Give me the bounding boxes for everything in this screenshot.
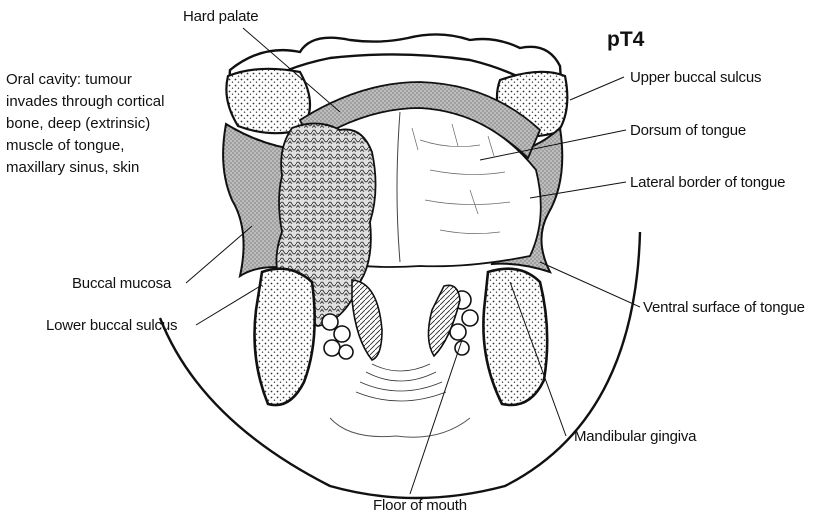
label-hard-palate: Hard palate bbox=[183, 7, 258, 26]
description-line: invades through cortical bbox=[6, 91, 164, 113]
floor-of-mouth-lines bbox=[356, 364, 446, 401]
description-line: maxillary sinus, skin bbox=[6, 157, 164, 179]
left-maxilla bbox=[226, 69, 310, 133]
right-mandible bbox=[483, 269, 547, 405]
stage-label: pT4 bbox=[607, 28, 644, 52]
left-mandible bbox=[255, 269, 315, 405]
label-floor-of-mouth: Floor of mouth bbox=[373, 496, 467, 515]
left-muscle bbox=[352, 280, 382, 360]
description-line: Oral cavity: tumour bbox=[6, 69, 164, 91]
label-lower-buccal-sulcus: Lower buccal sulcus bbox=[46, 316, 177, 335]
label-upper-buccal-sulcus: Upper buccal sulcus bbox=[630, 68, 761, 87]
label-buccal-mucosa: Buccal mucosa bbox=[72, 274, 171, 293]
outer-skin-outline bbox=[160, 232, 640, 498]
label-ventral-surface-of-tongue: Ventral surface of tongue bbox=[643, 298, 805, 317]
chin-cushions bbox=[330, 418, 470, 437]
label-lateral-border-of-tongue: Lateral border of tongue bbox=[630, 173, 785, 192]
description-line: muscle of tongue, bbox=[6, 135, 164, 157]
label-dorsum-of-tongue: Dorsum of tongue bbox=[630, 121, 746, 140]
description-line: bone, deep (extrinsic) bbox=[6, 113, 164, 135]
label-mandibular-gingiva: Mandibular gingiva bbox=[574, 427, 696, 446]
left-lower-teeth bbox=[322, 314, 353, 359]
stage-description: Oral cavity: tumour invades through cort… bbox=[6, 69, 164, 179]
